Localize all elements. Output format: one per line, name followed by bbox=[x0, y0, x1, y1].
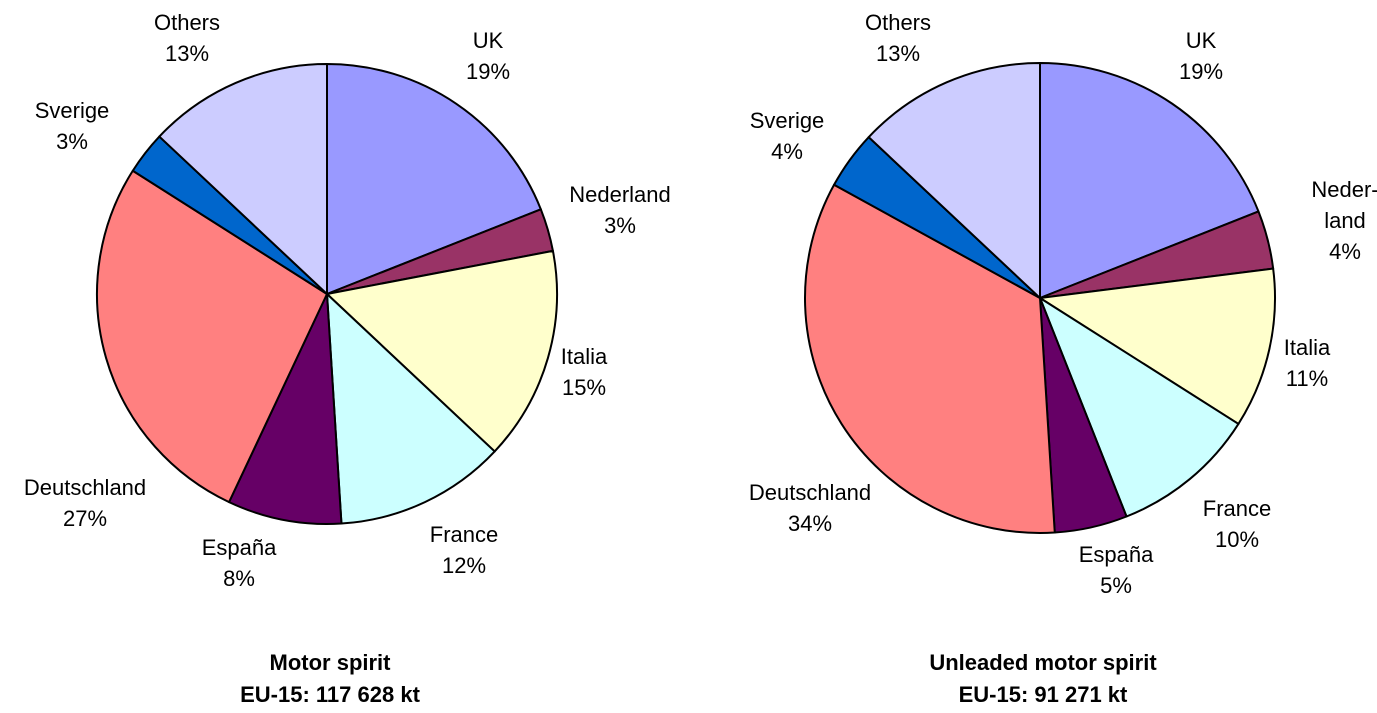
slice-label-espana: España 8% bbox=[202, 535, 277, 591]
slice-label-neder-land: Neder-land 4% bbox=[1311, 177, 1377, 264]
slice-percent: 11% bbox=[1286, 366, 1328, 391]
slice-label-uk: UK 19% bbox=[466, 28, 510, 84]
pie-slice-espana bbox=[228, 293, 343, 525]
slice-name: France bbox=[1203, 496, 1271, 521]
slice-label-others: Others 13% bbox=[865, 10, 931, 66]
slice-name: Italia bbox=[1284, 335, 1331, 360]
slice-label-italia: Italia 11% bbox=[1284, 335, 1331, 391]
slice-percent: 4% bbox=[1329, 239, 1361, 264]
slice-label-france: France 10% bbox=[1203, 496, 1271, 552]
slice-label-nederland: Nederland 3% bbox=[569, 182, 671, 238]
slice-percent: 19% bbox=[1179, 59, 1223, 84]
slice-label-espana: España 5% bbox=[1079, 542, 1154, 598]
slice-name: Neder- bbox=[1311, 177, 1377, 202]
pie-slice-italia bbox=[326, 249, 558, 453]
slice-percent: 12% bbox=[442, 553, 486, 578]
slice-name: España bbox=[1079, 542, 1154, 567]
pie-slice-deutschland bbox=[96, 169, 328, 504]
slice-name: España bbox=[202, 535, 277, 560]
pie-chart-motor-spirit: UK 19% Nederland 3% Italia 15% France 12% España… bbox=[24, 10, 671, 591]
slice-label-uk: UK 19% bbox=[1179, 28, 1223, 84]
pie-slice-uk bbox=[326, 63, 542, 295]
slice-percent: 4% bbox=[771, 139, 803, 164]
slice-name: Nederland bbox=[569, 182, 671, 207]
slice-percent: 19% bbox=[466, 59, 510, 84]
pie-slice-italia bbox=[1039, 267, 1276, 425]
chart-title-motor-spirit: Motor spirit bbox=[270, 650, 392, 675]
slice-label-france: France 12% bbox=[430, 522, 498, 578]
slice-label-italia: Italia 15% bbox=[561, 344, 608, 400]
slice-percent: 27% bbox=[63, 506, 107, 531]
slice-name: Sverige bbox=[35, 98, 110, 123]
slice-name: land bbox=[1324, 208, 1366, 233]
slice-label-sverige: Sverige 3% bbox=[35, 98, 110, 154]
slice-name: UK bbox=[1186, 28, 1217, 53]
slice-percent: 10% bbox=[1215, 527, 1259, 552]
slice-percent: 8% bbox=[223, 566, 255, 591]
slice-percent: 13% bbox=[876, 41, 920, 66]
chart-subtitle-unleaded-motor-spirit: EU-15: 91 271 kt bbox=[959, 682, 1128, 707]
pie-slice-france bbox=[1039, 297, 1240, 518]
slice-percent: 15% bbox=[562, 375, 606, 400]
pie-slice-others bbox=[158, 63, 328, 295]
slice-name: UK bbox=[473, 28, 504, 53]
slice-name: Others bbox=[865, 10, 931, 35]
pie-slice-france bbox=[326, 293, 496, 525]
slice-name: Sverige bbox=[750, 108, 825, 133]
slice-label-others: Others 13% bbox=[154, 10, 220, 66]
slice-name: Deutschland bbox=[749, 480, 871, 505]
slice-percent: 13% bbox=[165, 41, 209, 66]
slice-label-deutschland: Deutschland 27% bbox=[24, 475, 146, 531]
slice-percent: 3% bbox=[56, 129, 88, 154]
slice-label-sverige: Sverige 4% bbox=[750, 108, 825, 164]
slice-percent: 34% bbox=[788, 511, 832, 536]
pie-slice-uk bbox=[1039, 62, 1260, 299]
slice-percent: 3% bbox=[604, 213, 636, 238]
pie-slice-others bbox=[867, 62, 1041, 299]
slice-name: Italia bbox=[561, 344, 608, 369]
chart-title-unleaded-motor-spirit: Unleaded motor spirit bbox=[929, 650, 1157, 675]
slice-name: Deutschland bbox=[24, 475, 146, 500]
slice-percent: 5% bbox=[1100, 573, 1132, 598]
chart-subtitle-motor-spirit: EU-15: 117 628 kt bbox=[240, 682, 420, 707]
pie-chart-unleaded-motor-spirit: UK 19% Neder-land 4% Italia 11% France 10% Españ… bbox=[749, 10, 1377, 598]
slice-name: France bbox=[430, 522, 498, 547]
slice-name: Others bbox=[154, 10, 220, 35]
slice-label-deutschland: Deutschland 34% bbox=[749, 480, 871, 536]
